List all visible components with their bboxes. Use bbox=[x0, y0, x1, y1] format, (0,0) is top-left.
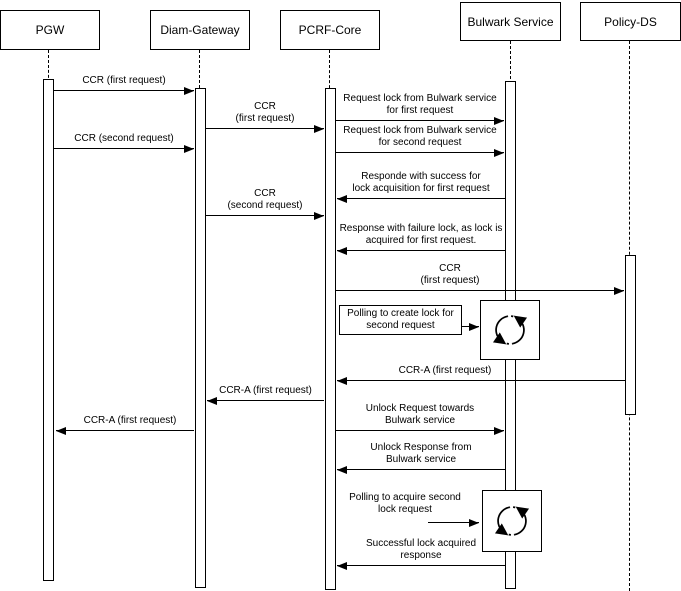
message-label: Request lock from Bulwark service for se… bbox=[343, 125, 497, 148]
message-arrowhead-icon bbox=[337, 465, 347, 474]
message-arrowhead-icon bbox=[207, 396, 217, 405]
message-line bbox=[336, 120, 504, 121]
message-arrowhead-icon bbox=[184, 86, 194, 95]
message-arrowhead-icon bbox=[56, 426, 66, 435]
message-line bbox=[54, 90, 194, 91]
message-arrowhead-icon bbox=[494, 426, 504, 435]
note-text: Polling to acquire second lock request bbox=[349, 492, 461, 515]
activation-bar-policy-ds bbox=[624, 255, 636, 415]
message-line bbox=[336, 290, 624, 291]
message-label: CCR-A (first request) bbox=[219, 385, 312, 396]
message-line bbox=[337, 198, 505, 199]
participant-label: Policy-DS bbox=[604, 14, 657, 29]
message-line bbox=[337, 469, 505, 470]
message-label: CCR (first request) bbox=[235, 101, 295, 124]
message-arrowhead-icon bbox=[314, 211, 324, 220]
message-line bbox=[56, 430, 194, 431]
message-line bbox=[54, 148, 194, 149]
participant-pgw: PGW bbox=[0, 10, 100, 50]
participant-pcrf-core: PCRF-Core bbox=[280, 10, 380, 50]
loop-box bbox=[482, 490, 542, 552]
message-label: Unlock Response from Bulwark service bbox=[370, 442, 472, 465]
participant-diam-gateway: Diam-Gateway bbox=[150, 10, 250, 50]
message-arrowhead-icon bbox=[184, 144, 194, 153]
message-label: Unlock Request towards Bulwark service bbox=[365, 403, 475, 426]
message-arrowhead-icon bbox=[614, 286, 624, 295]
message-label: CCR-A (first request) bbox=[398, 365, 492, 376]
message-line bbox=[337, 380, 625, 381]
activation-bar-diam-gateway bbox=[194, 88, 206, 588]
message-arrowhead-icon bbox=[337, 376, 347, 385]
message-arrowhead-icon bbox=[494, 148, 504, 157]
note-line bbox=[428, 522, 479, 523]
message-arrowhead-icon bbox=[337, 194, 347, 203]
message-arrowhead-icon bbox=[314, 124, 324, 133]
message-line bbox=[337, 250, 505, 251]
message-line bbox=[207, 400, 324, 401]
note-arrowhead-icon bbox=[469, 322, 479, 331]
message-label: Responde with success for lock acquisiti… bbox=[352, 171, 490, 194]
message-line bbox=[336, 152, 504, 153]
message-arrowhead-icon bbox=[337, 246, 347, 255]
participant-label: PGW bbox=[35, 23, 65, 37]
circular-arrows-refresh-icon bbox=[486, 495, 538, 547]
participant-policy-ds: Policy-DS bbox=[580, 2, 681, 41]
participant-label: Diam-Gateway bbox=[160, 23, 240, 37]
circular-arrows-refresh-icon bbox=[484, 304, 536, 356]
message-line bbox=[337, 565, 505, 566]
note-box: Polling to create lock for second reques… bbox=[339, 305, 462, 335]
participant-bulwark-service: Bulwark Service bbox=[460, 2, 561, 41]
loop-box bbox=[480, 300, 540, 360]
message-line bbox=[336, 430, 504, 431]
message-label: Request lock from Bulwark service for fi… bbox=[343, 93, 497, 116]
message-label: Response with failure lock, as lock is a… bbox=[339, 223, 503, 246]
message-line bbox=[206, 215, 324, 216]
activation-bar-pcrf-core bbox=[324, 88, 336, 590]
message-arrowhead-icon bbox=[494, 116, 504, 125]
message-arrowhead-icon bbox=[337, 561, 347, 570]
activation-bar-pgw bbox=[43, 79, 54, 581]
message-label: CCR (first request) bbox=[420, 263, 480, 286]
message-line bbox=[206, 128, 324, 129]
participant-label: PCRF-Core bbox=[298, 23, 362, 37]
participant-label: Bulwark Service bbox=[467, 14, 554, 29]
note-arrowhead-icon bbox=[469, 518, 479, 527]
